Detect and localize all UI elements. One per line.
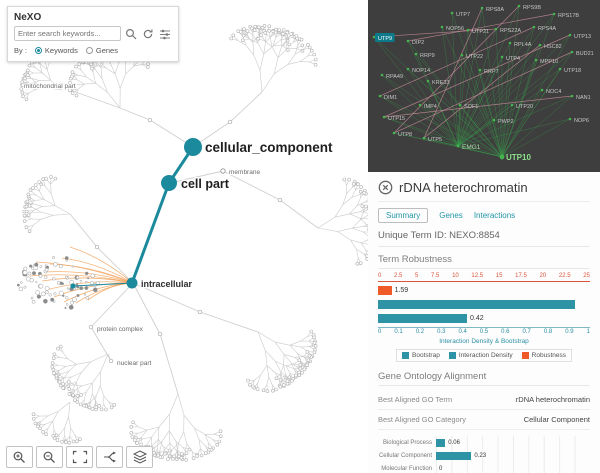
svg-text:RPL4A: RPL4A — [514, 42, 532, 48]
search-by-label: By : — [14, 46, 27, 55]
svg-text:intracellular: intracellular — [141, 279, 193, 289]
svg-text:SOF1: SOF1 — [464, 104, 478, 110]
svg-text:UTP22: UTP22 — [466, 54, 483, 60]
svg-text:RRP9: RRP9 — [420, 53, 435, 59]
svg-text:NOP14: NOP14 — [412, 68, 430, 74]
svg-text:cell part: cell part — [181, 177, 230, 191]
svg-text:NOP6: NOP6 — [574, 118, 589, 124]
radio-keywords[interactable]: Keywords — [34, 46, 78, 55]
tab-genes[interactable]: Genes — [439, 211, 463, 220]
app-title: NeXO — [14, 12, 42, 23]
svg-text:UTP20: UTP20 — [516, 104, 533, 110]
svg-text:RPS4A: RPS4A — [538, 26, 556, 32]
svg-text:RPS22A: RPS22A — [500, 28, 521, 34]
svg-text:RPS8A: RPS8A — [486, 7, 504, 13]
svg-text:NAN1: NAN1 — [576, 95, 591, 101]
svg-text:membrane: membrane — [229, 169, 260, 176]
svg-text:protein complex: protein complex — [97, 326, 144, 333]
svg-text:UTP21: UTP21 — [472, 29, 489, 35]
svg-text:UTP15: UTP15 — [388, 116, 405, 122]
zoom-out-button[interactable] — [36, 446, 63, 468]
robustness-axis-caption: Interaction Density & Bootstrap — [439, 338, 529, 345]
radio-genes[interactable]: Genes — [85, 46, 118, 55]
svg-text:EMG1: EMG1 — [462, 144, 481, 151]
term-robustness-heading: Term Robustness — [378, 251, 590, 269]
tab-interactions[interactable]: Interactions — [473, 211, 516, 220]
fit-to-screen-button[interactable] — [66, 446, 93, 468]
svg-text:DIM1: DIM1 — [384, 95, 397, 101]
svg-text:cellular_component: cellular_component — [205, 140, 333, 155]
unique-term-id-value: NEXO:8854 — [449, 230, 500, 241]
svg-text:MPP10: MPP10 — [540, 59, 558, 65]
svg-text:UTP7: UTP7 — [456, 12, 470, 18]
search-input[interactable] — [14, 26, 121, 41]
svg-text:UTP9: UTP9 — [378, 36, 392, 42]
svg-text:PWP2: PWP2 — [498, 119, 514, 125]
close-icon[interactable] — [378, 180, 393, 195]
svg-text:UTP13: UTP13 — [574, 34, 591, 40]
zoom-in-button[interactable] — [6, 446, 33, 468]
unique-term-id: Unique Term ID: NEXO:8854 — [378, 230, 590, 247]
tab-summary[interactable]: Summary — [378, 208, 429, 223]
tree-toolbar — [6, 446, 153, 468]
svg-text:IMP4: IMP4 — [424, 104, 437, 110]
svg-text:UTP5: UTP5 — [428, 137, 442, 143]
svg-text:DIP2: DIP2 — [412, 40, 424, 46]
svg-text:BUD21: BUD21 — [576, 51, 594, 57]
svg-text:NOP56: NOP56 — [446, 26, 464, 32]
details-tabs: Summary Genes Interactions — [378, 208, 590, 223]
unique-term-id-label: Unique Term ID: — [378, 230, 447, 241]
bar-robustness: 1.59 — [378, 285, 590, 296]
svg-text:HSC82: HSC82 — [544, 44, 562, 50]
svg-text:nuclear part: nuclear part — [117, 360, 152, 367]
svg-text:NOC4: NOC4 — [546, 89, 561, 95]
svg-text:mitochondrial part: mitochondrial part — [24, 83, 76, 90]
svg-text:UTP4: UTP4 — [506, 56, 520, 62]
svg-text:RRP7: RRP7 — [484, 69, 499, 75]
search-icon[interactable] — [124, 27, 138, 41]
reset-icon[interactable] — [141, 27, 155, 41]
bar-bootstrap — [378, 299, 590, 310]
svg-text:UTP18: UTP18 — [564, 68, 581, 74]
ontology-tree-canvas[interactable]: mitochondrial part cellular_componentcell… — [0, 0, 368, 473]
overview-button[interactable] — [96, 446, 123, 468]
svg-text:RPA49: RPA49 — [386, 74, 403, 80]
svg-text:UTP8: UTP8 — [398, 132, 412, 138]
svg-text:RPS17B: RPS17B — [558, 13, 579, 19]
go-alignment-heading: Gene Ontology Alignment — [378, 368, 590, 386]
svg-text:RPS9B: RPS9B — [523, 5, 541, 11]
layers-button[interactable] — [126, 446, 153, 468]
settings-icon[interactable] — [158, 27, 172, 41]
svg-text:UTP10: UTP10 — [506, 153, 531, 162]
search-mode-row: By : Keywords Genes — [14, 46, 172, 55]
term-title: rDNA heterochromatin — [399, 180, 528, 195]
term-details-header: rDNA heterochromatin — [378, 178, 590, 202]
search-card: NeXO By : Keywords Genes — [7, 6, 179, 62]
bar-interaction-density: 0.42 — [378, 313, 590, 324]
svg-text:KRE33: KRE33 — [432, 80, 449, 86]
